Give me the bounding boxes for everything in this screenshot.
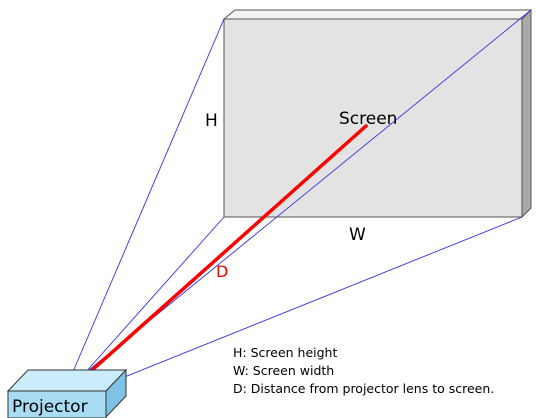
- screen-label: Screen: [339, 109, 397, 129]
- height-label: H: [205, 111, 218, 131]
- projection-line-bottom-right: [121, 216, 523, 379]
- legend-item-distance: D: Distance from projector lens to scree…: [233, 381, 494, 396]
- screen-side-edge: [521, 8, 532, 219]
- legend: H: Screen height W: Screen width D: Dist…: [233, 345, 494, 396]
- projector-box: Projector: [6, 368, 128, 418]
- projection-line-bottom-left: [83, 216, 225, 375]
- screen-face: [223, 18, 523, 218]
- legend-item-height: H: Screen height: [233, 345, 337, 360]
- projection-line-top-left: [71, 18, 225, 375]
- projection-line-top-right: [83, 9, 532, 375]
- distance-label: D: [216, 262, 228, 281]
- legend-item-width: W: Screen width: [233, 363, 334, 378]
- projector-label: Projector: [12, 397, 88, 417]
- width-label: W: [349, 225, 366, 245]
- screen-box: [222, 8, 533, 219]
- projector-face: [7, 390, 107, 418]
- screen-top-edge: [222, 9, 533, 20]
- projector-top: [6, 369, 128, 392]
- projection-lines: [71, 9, 532, 379]
- distance-line: [88, 124, 368, 374]
